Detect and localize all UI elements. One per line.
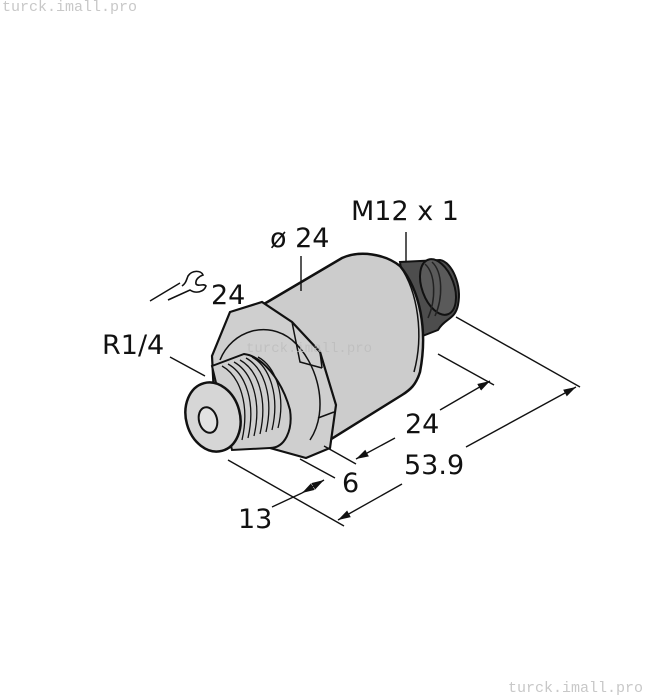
watermark-bottom: turck.imall.pro: [507, 680, 643, 697]
label-wrench-size: 24: [211, 280, 246, 311]
label-total-length: 53.9: [404, 450, 465, 481]
watermark-center: turck.imall.pro: [246, 341, 373, 357]
label-hex-length: 6: [342, 468, 360, 499]
label-thread-length: 13: [238, 504, 273, 535]
label-connector-thread: M12 x 1: [351, 196, 459, 227]
process-thread: [184, 352, 292, 453]
label-body-length: 24: [405, 409, 440, 440]
watermark-top: turck.imall.pro: [2, 0, 138, 16]
label-process-thread: R1/4: [102, 330, 165, 361]
label-body-diameter: ø 24: [270, 223, 330, 254]
leader-lines: [149, 232, 407, 377]
dimension-lines: [227, 316, 581, 527]
wrench-icon: [167, 270, 207, 301]
